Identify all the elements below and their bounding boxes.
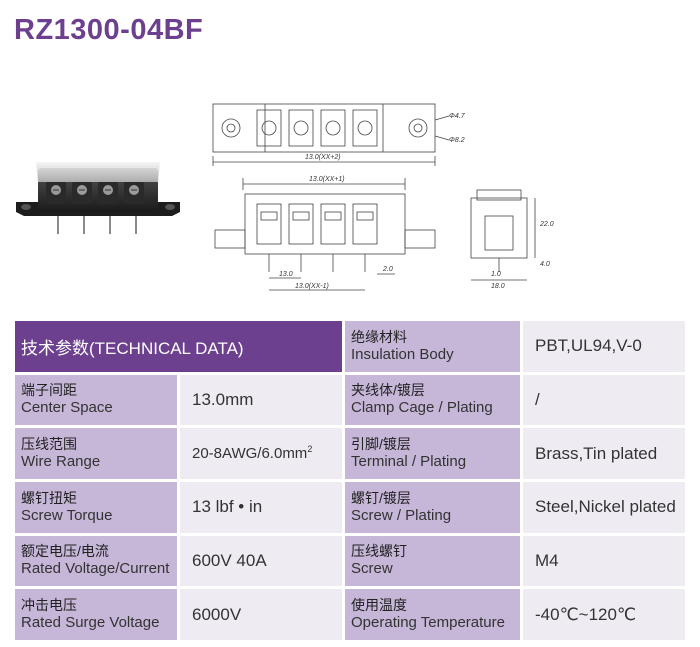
spec-value: -40℃~120℃ [520, 586, 688, 643]
table-row: 螺钉扭矩 Screw Torque 13 lbf • in 螺钉/镀层 Scre… [12, 478, 688, 536]
spec-label: 夹线体/镀层 Clamp Cage / Plating [342, 371, 523, 429]
dim-pin-width: 2.0 [382, 266, 393, 273]
dim-mid: 13.0(XX+1) [309, 176, 345, 183]
spec-value: 20-8AWG/6.0mm2 [177, 425, 345, 482]
table-row: 额定电压/电流 Rated Voltage/Current 600V 40A 压… [12, 532, 688, 590]
spec-label: 引脚/镀层 Terminal / Plating [342, 425, 523, 482]
dim-side-height: 22.0 [539, 221, 554, 228]
spec-label: 额定电压/电流 Rated Voltage/Current [12, 532, 180, 590]
spec-label: 冲击电压 Rated Surge Voltage [12, 586, 180, 643]
spec-label: 端子间距 Center Space [12, 371, 180, 429]
dim-side-small: 1.0 [491, 271, 501, 278]
dim-pitch: 13.0 [279, 271, 293, 278]
dim-hole-small: Φ4.7 [449, 113, 466, 120]
spec-value: / [520, 371, 688, 429]
table-header: 技术参数(TECHNICAL DATA) [12, 318, 345, 375]
spec-value: 600V 40A [177, 532, 345, 590]
spec-value: 13.0mm [177, 371, 345, 429]
spec-value: Brass,Tin plated [520, 425, 688, 482]
dim-bottom: 13.0(XX-1) [295, 283, 329, 290]
dim-side-width: 18.0 [491, 283, 505, 290]
table-row: 压线范围 Wire Range 20-8AWG/6.0mm2 引脚/镀层 Ter… [12, 425, 688, 482]
product-title: RZ1300-04BF [14, 14, 204, 46]
spec-value: 13 lbf • in [177, 478, 345, 536]
spec-label: 使用温度 Operating Temperature [342, 586, 523, 643]
dim-hole-large: Φ8.2 [449, 137, 465, 144]
spec-label: 压线范围 Wire Range [12, 425, 180, 482]
table-header-row: 技术参数(TECHNICAL DATA) 绝缘材料 Insulation Bod… [12, 318, 688, 375]
dim-top: 13.0(XX+2) [305, 154, 341, 161]
table-row: 端子间距 Center Space 13.0mm 夹线体/镀层 Clamp Ca… [12, 371, 688, 429]
spec-value: M4 [520, 532, 688, 590]
insulation-label: 绝缘材料 Insulation Body [342, 318, 523, 375]
spec-label: 压线螺钉 Screw [342, 532, 523, 590]
dim-side-pin: 4.0 [540, 261, 550, 268]
spec-value: Steel,Nickel plated [520, 478, 688, 536]
product-photo [16, 162, 180, 234]
technical-drawing: Φ4.7 Φ8.2 13.0(XX+2) 13.0(XX+1) 13.0 2.0… [212, 103, 554, 291]
spec-value: 6000V [177, 586, 345, 643]
table-row: 冲击电压 Rated Surge Voltage 6000V 使用温度 Oper… [12, 586, 688, 643]
insulation-value: PBT,UL94,V-0 [520, 318, 688, 375]
spec-label: 螺钉/镀层 Screw / Plating [342, 478, 523, 536]
technical-data-table: 技术参数(TECHNICAL DATA) 绝缘材料 Insulation Bod… [12, 318, 688, 643]
spec-label: 螺钉扭矩 Screw Torque [12, 478, 180, 536]
